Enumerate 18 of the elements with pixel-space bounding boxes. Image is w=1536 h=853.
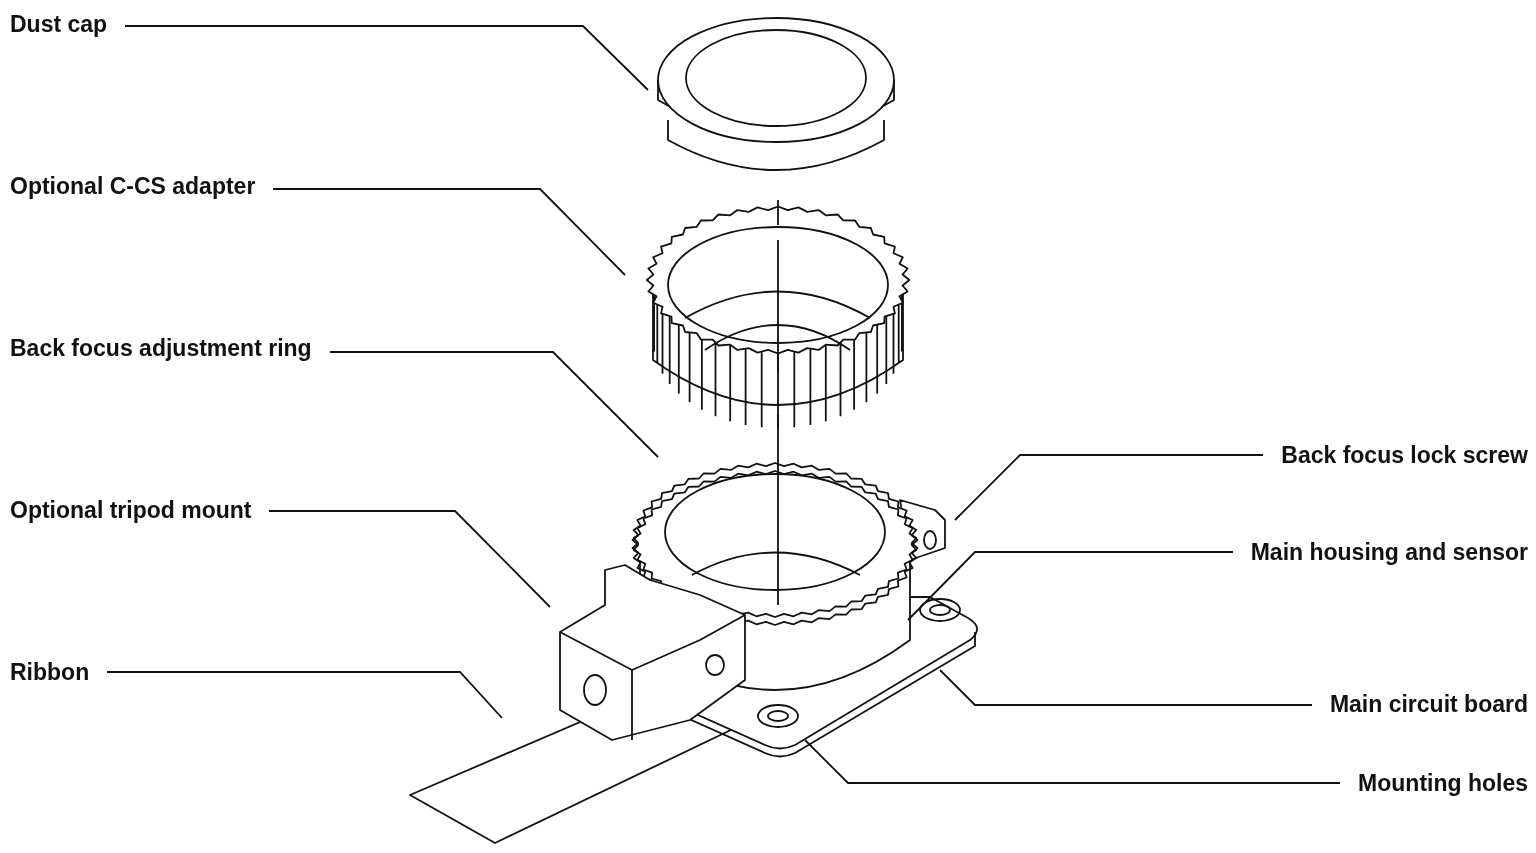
- part-label: Ribbon: [10, 658, 90, 686]
- part-label: Main housing and sensor: [1250, 538, 1528, 566]
- part-label: Back focus adjustment ring: [10, 334, 312, 362]
- part-label: Back focus lock screw: [1281, 441, 1528, 469]
- part-label: Optional tripod mount: [10, 496, 252, 524]
- leader-line: [907, 551, 1234, 621]
- leader-line: [272, 188, 626, 276]
- leader-line: [804, 739, 1341, 784]
- leader-line: [954, 454, 1264, 521]
- part-label: Mounting holes: [1358, 769, 1528, 797]
- part-label: Dust cap: [10, 10, 108, 38]
- leader-line: [106, 671, 503, 719]
- part-label: Main circuit board: [1329, 690, 1528, 718]
- leader-line: [124, 25, 649, 91]
- leader-line: [329, 351, 659, 458]
- leader-line: [268, 510, 551, 608]
- part-label: Optional C-CS adapter: [10, 172, 256, 200]
- leader-line: [939, 669, 1313, 706]
